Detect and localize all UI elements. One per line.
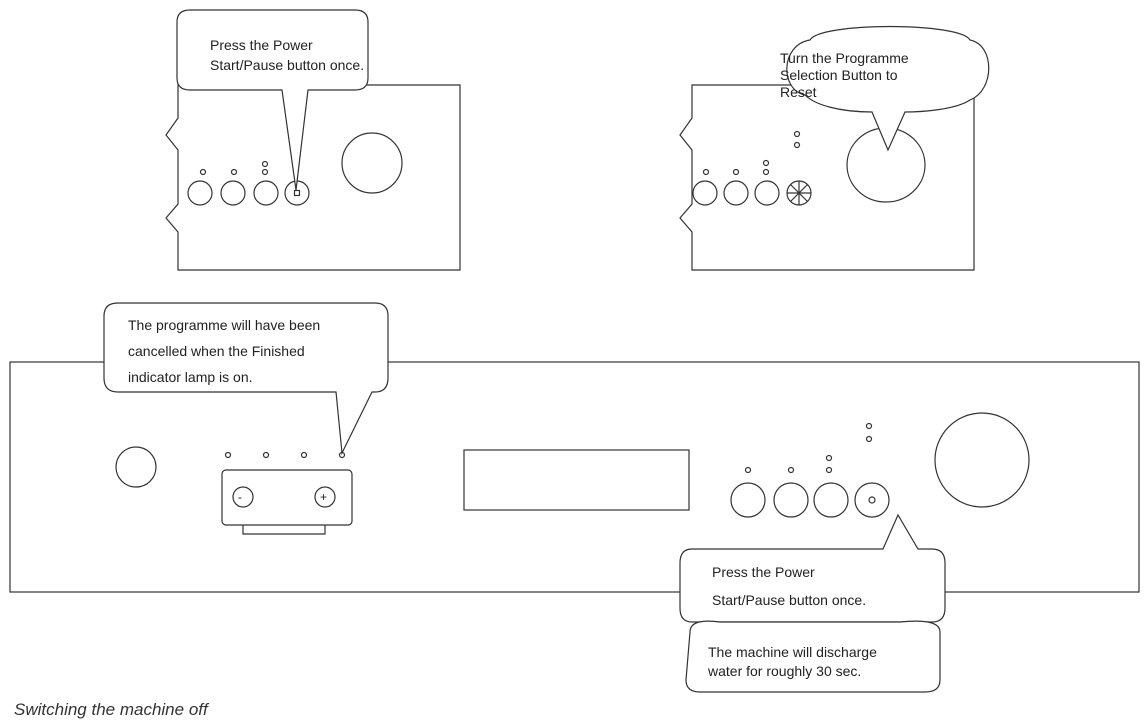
indicator-lamp [793, 130, 801, 138]
indicator-lamp [793, 141, 801, 149]
programme-knob-left[interactable] [115, 446, 157, 488]
indicator-lamp [261, 160, 269, 168]
indicator-lamp [230, 168, 238, 176]
panel-bottom-outline [9, 361, 1140, 593]
indicator-lamp [732, 168, 740, 176]
button-2[interactable] [773, 482, 809, 518]
indicator-lamp [224, 451, 232, 459]
panel-top-left-outline [165, 84, 461, 271]
asterisk-icon [786, 180, 812, 206]
indicator-lamp [762, 168, 770, 176]
plus-button[interactable] [314, 486, 336, 508]
programme-selection-knob[interactable] [341, 132, 403, 194]
button-1[interactable] [692, 180, 718, 206]
button-1[interactable] [187, 180, 213, 206]
minus-button[interactable] [232, 486, 254, 508]
indicator-lamp [762, 159, 770, 167]
indicator-lamp [865, 435, 873, 443]
panel-top-left [165, 84, 461, 271]
power-button-center [868, 496, 876, 504]
indicator-lamp [199, 168, 207, 176]
power-button-center [293, 189, 301, 197]
callout-step1-bubble [176, 9, 369, 191]
indicator-lamp [262, 451, 270, 459]
button-2[interactable] [723, 180, 749, 206]
display-window [463, 449, 690, 511]
callout-step3-bubble [103, 302, 389, 456]
panel-bottom [9, 361, 1140, 593]
callout-step2-bubble [786, 25, 990, 152]
callout-step5-bubble [685, 620, 941, 693]
minus-plus-link [242, 525, 326, 535]
callout-step4-text: Press the Power Start/Pause button once. [712, 564, 867, 608]
button-1[interactable] [730, 482, 766, 518]
button-3[interactable] [754, 180, 780, 206]
indicator-lamp [787, 466, 795, 474]
time-adjust-control [221, 469, 353, 526]
callout-step2-text: Turn the Programme Selection Button to R… [780, 50, 909, 100]
button-2[interactable] [220, 180, 246, 206]
callout-step4-bubble [679, 513, 946, 623]
button-3[interactable] [813, 482, 849, 518]
power-start-pause-button[interactable] [854, 482, 890, 518]
panel-top-right-outline [679, 84, 975, 271]
indicator-lamp [825, 466, 833, 474]
indicator-lamp [825, 454, 833, 462]
panel-top-right [679, 84, 975, 271]
programme-selection-knob[interactable] [934, 412, 1030, 508]
indicator-lamp [300, 451, 308, 459]
indicator-lamp [865, 422, 873, 430]
callout-step1-text: Press the Power Start/Pause button once. [210, 37, 365, 73]
callout-step5-text: The machine will discharge water for rou… [708, 644, 877, 679]
button-3[interactable] [253, 180, 279, 206]
indicator-lamp [744, 466, 752, 474]
indicator-lamp [702, 168, 710, 176]
minus-symbol: - [238, 490, 242, 504]
plus-symbol: + [320, 490, 328, 504]
callout-step3-text: The programme will have been cancelled w… [128, 317, 321, 385]
diagram-caption: Switching the machine off [14, 700, 208, 719]
indicator-lamp [261, 168, 269, 176]
